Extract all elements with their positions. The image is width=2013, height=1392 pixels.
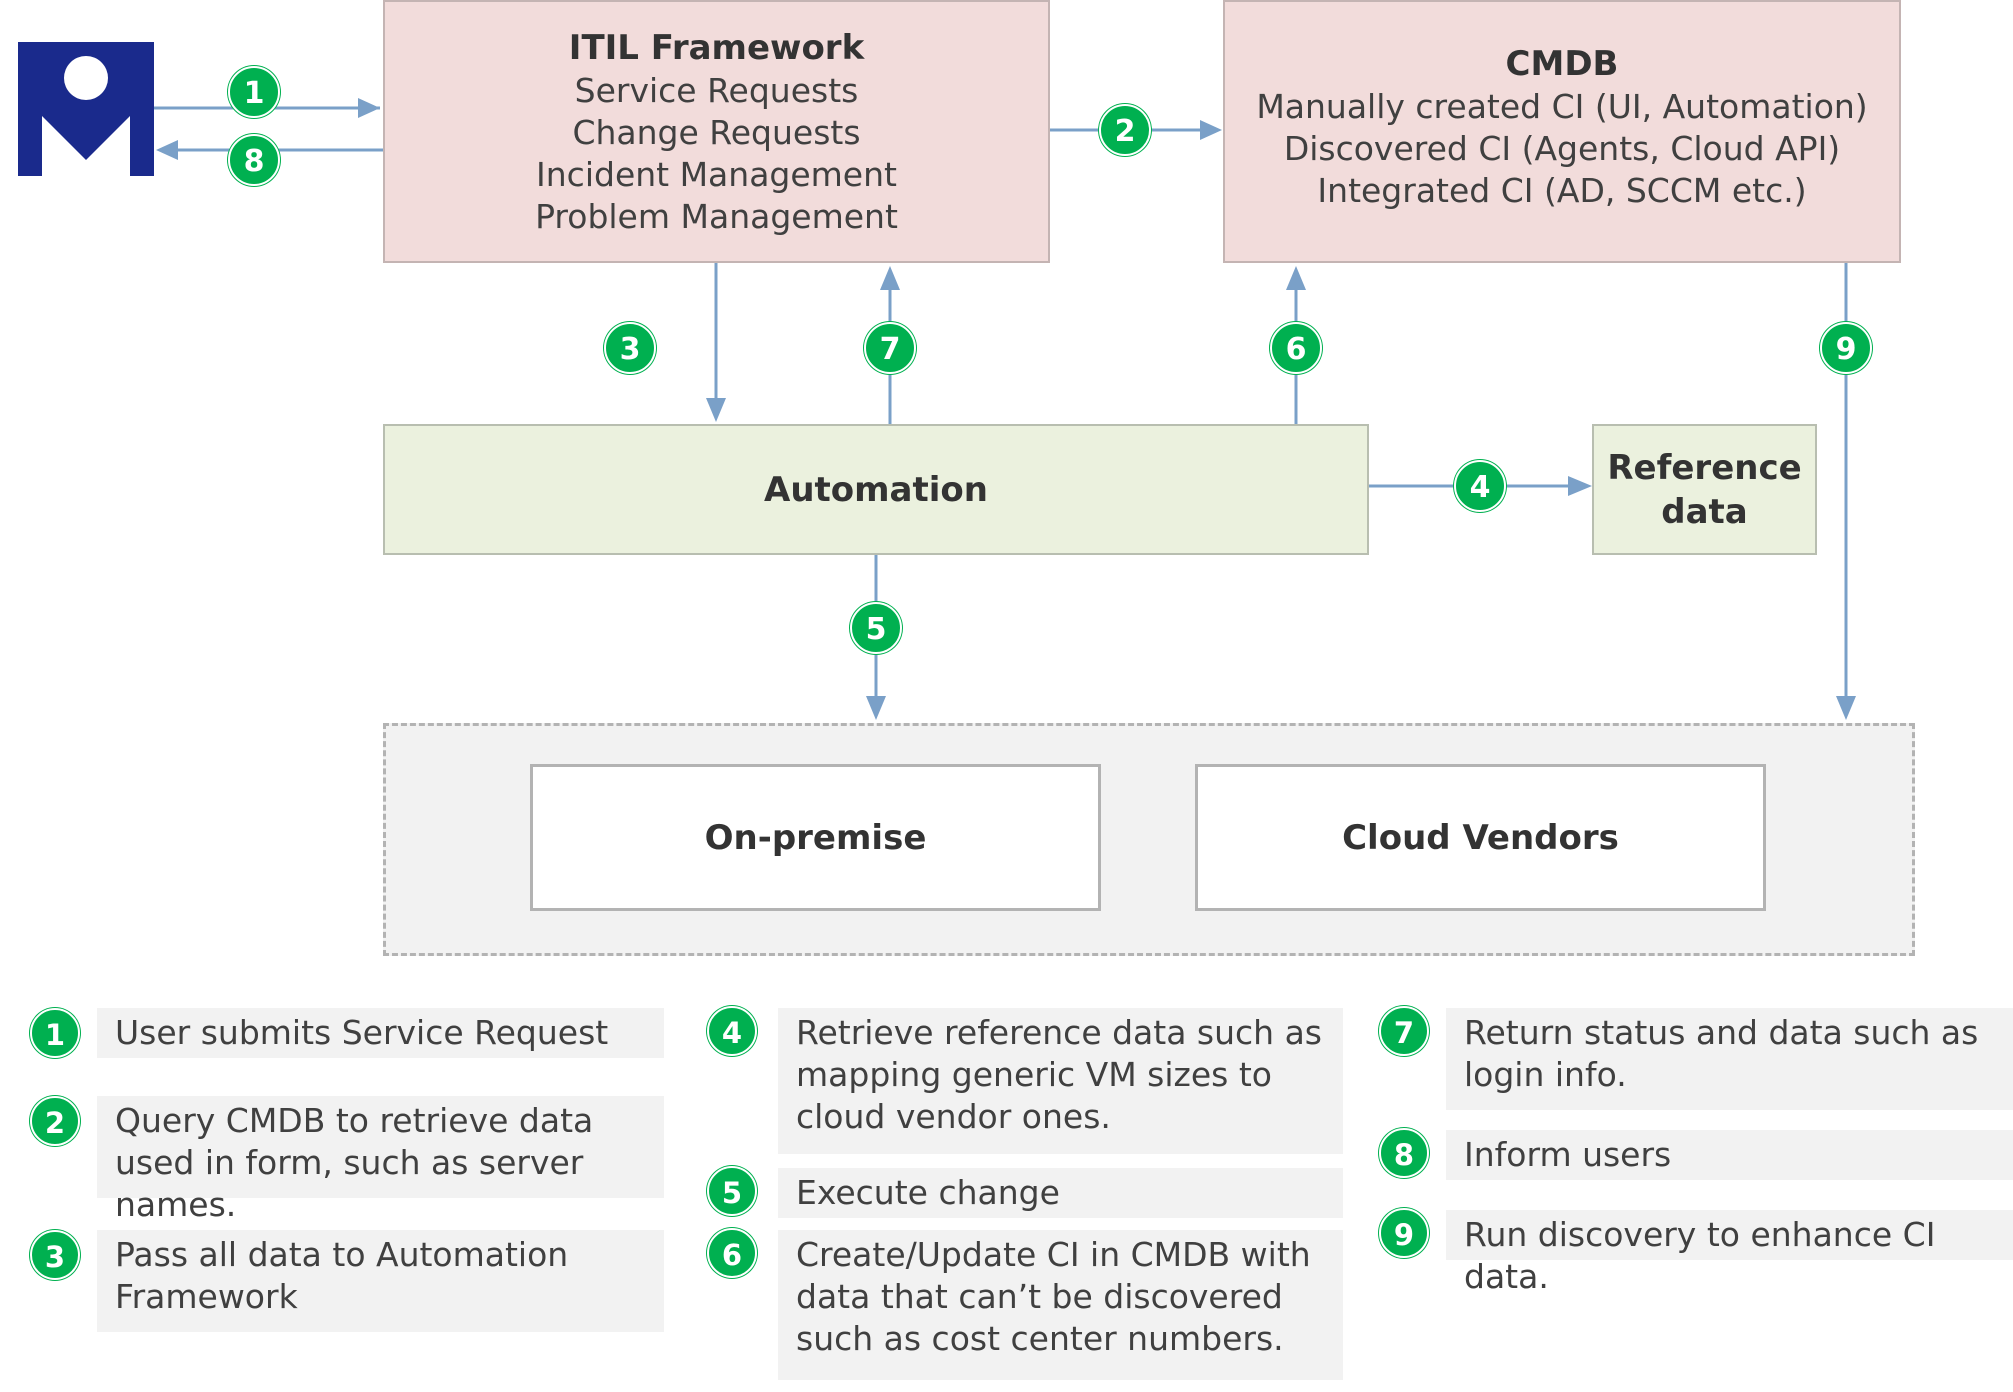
legend-text-5: Execute change xyxy=(778,1168,1343,1218)
itil-line: Incident Management xyxy=(536,154,897,194)
on-premise-box: On-premise xyxy=(530,764,1101,911)
cloud-vendors-title: Cloud Vendors xyxy=(1342,817,1619,858)
step-badge-8: 8 xyxy=(228,134,280,186)
step-badge-9: 9 xyxy=(1820,322,1872,374)
legend-badge-7: 7 xyxy=(1379,1006,1429,1056)
itil-title: ITIL Framework xyxy=(568,27,865,68)
legend-badge-5: 5 xyxy=(707,1166,757,1216)
reference-title-line2: data xyxy=(1661,491,1748,532)
cmdb-line: Discovered CI (Agents, Cloud API) xyxy=(1283,129,1841,168)
itil-framework-box: ITIL Framework Service Requests Change R… xyxy=(383,0,1050,263)
legend-badge-3: 3 xyxy=(30,1230,80,1280)
step-badge-7: 7 xyxy=(864,322,916,374)
legend-text-3: Pass all data to Automation Framework xyxy=(97,1230,664,1332)
cmdb-line: Integrated CI (AD, SCCM etc.) xyxy=(1317,171,1807,210)
itil-line: Service Requests xyxy=(574,70,859,110)
legend-text-7: Return status and data such as login inf… xyxy=(1446,1008,2013,1110)
itil-line: Problem Management xyxy=(535,196,898,236)
step-badge-5: 5 xyxy=(850,602,902,654)
automation-box: Automation xyxy=(383,424,1369,555)
cmdb-line: Manually created CI (UI, Automation) xyxy=(1256,87,1868,126)
cmdb-box: CMDB Manually created CI (UI, Automation… xyxy=(1223,0,1901,263)
on-premise-title: On-premise xyxy=(704,817,927,858)
legend-badge-6: 6 xyxy=(707,1228,757,1278)
user-icon xyxy=(18,42,154,176)
step-badge-2: 2 xyxy=(1099,104,1151,156)
cmdb-title: CMDB xyxy=(1505,44,1619,84)
reference-title-line1: Reference xyxy=(1607,447,1802,488)
legend-text-9: Run discovery to enhance CI data. xyxy=(1446,1210,2013,1296)
legend-text-6: Create/Update CI in CMDB with data that … xyxy=(778,1230,1343,1380)
automation-title: Automation xyxy=(764,469,988,510)
legend-text-8: Inform users xyxy=(1446,1130,2013,1180)
legend-badge-1: 1 xyxy=(30,1008,80,1058)
legend-text-4: Retrieve reference data such as mapping … xyxy=(778,1008,1343,1154)
legend-badge-2: 2 xyxy=(30,1096,80,1146)
legend-badge-9: 9 xyxy=(1379,1208,1429,1258)
itil-line: Change Requests xyxy=(572,112,861,152)
cloud-vendors-box: Cloud Vendors xyxy=(1195,764,1766,911)
reference-data-box: Reference data xyxy=(1592,424,1817,555)
legend-text-2: Query CMDB to retrieve data used in form… xyxy=(97,1096,664,1224)
legend-badge-8: 8 xyxy=(1379,1128,1429,1178)
step-badge-1: 1 xyxy=(228,66,280,118)
step-badge-6: 6 xyxy=(1270,322,1322,374)
step-badge-3: 3 xyxy=(604,322,656,374)
step-badge-4: 4 xyxy=(1454,460,1506,512)
legend-badge-4: 4 xyxy=(707,1006,757,1056)
legend-text-1: User submits Service Request xyxy=(97,1008,664,1058)
